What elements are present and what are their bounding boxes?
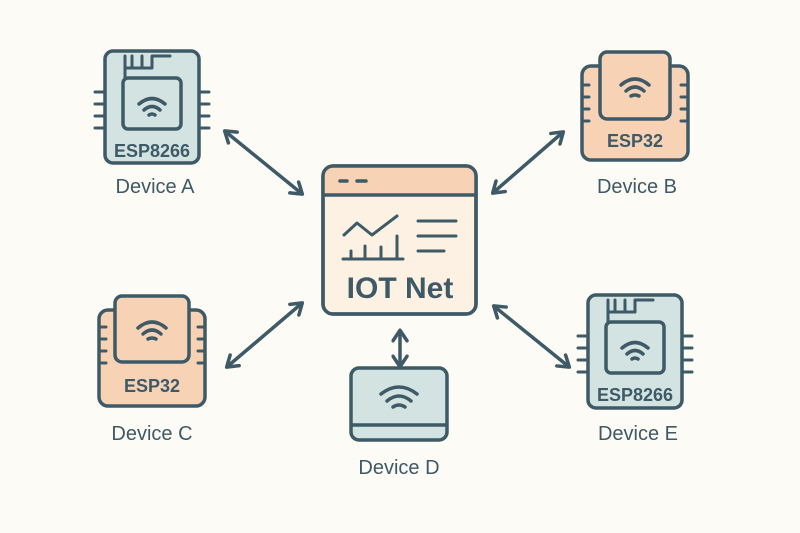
device-label: Device E	[598, 423, 678, 445]
wifi-icon	[379, 385, 419, 409]
arrow-c-hub	[224, 301, 305, 369]
hub-title: IOT Net	[347, 272, 454, 305]
device-label: Device B	[597, 176, 677, 198]
connections	[222, 129, 572, 369]
list-lines-icon	[416, 219, 458, 253]
device-label: Device C	[111, 423, 192, 445]
esp8266-chip-icon	[93, 49, 211, 165]
arrow-e-hub	[491, 304, 572, 369]
wifi-icon	[619, 77, 651, 98]
esp32-chip-icon	[580, 50, 690, 162]
hub-iot-net[interactable]: IOT Net	[321, 164, 478, 316]
esp32-chip-icon	[97, 294, 207, 408]
wifi-icon	[136, 320, 168, 341]
dashboard-window-icon	[321, 164, 478, 316]
arrow-a-hub	[222, 129, 305, 196]
device-label: Device A	[116, 176, 196, 198]
device-a[interactable]: ESP8266 Device A	[93, 49, 211, 198]
chip-label: ESP32	[607, 131, 663, 151]
device-c[interactable]: ESP32 Device C	[97, 294, 207, 445]
wifi-icon	[620, 340, 650, 361]
chip-label: ESP32	[124, 376, 180, 396]
esp8266-chip-icon	[576, 293, 694, 410]
device-b[interactable]: ESP32 Device B	[580, 50, 690, 198]
device-d[interactable]: Device D	[349, 366, 449, 479]
device-label: Device D	[358, 457, 439, 479]
device-e[interactable]: ESP8266 Device E	[576, 293, 694, 445]
chip-label: ESP8266	[114, 141, 190, 161]
router-icon	[349, 366, 449, 442]
chart-icon	[341, 214, 405, 261]
wifi-icon	[137, 96, 167, 117]
arrow-b-hub	[490, 130, 566, 195]
chip-label: ESP8266	[597, 385, 673, 405]
